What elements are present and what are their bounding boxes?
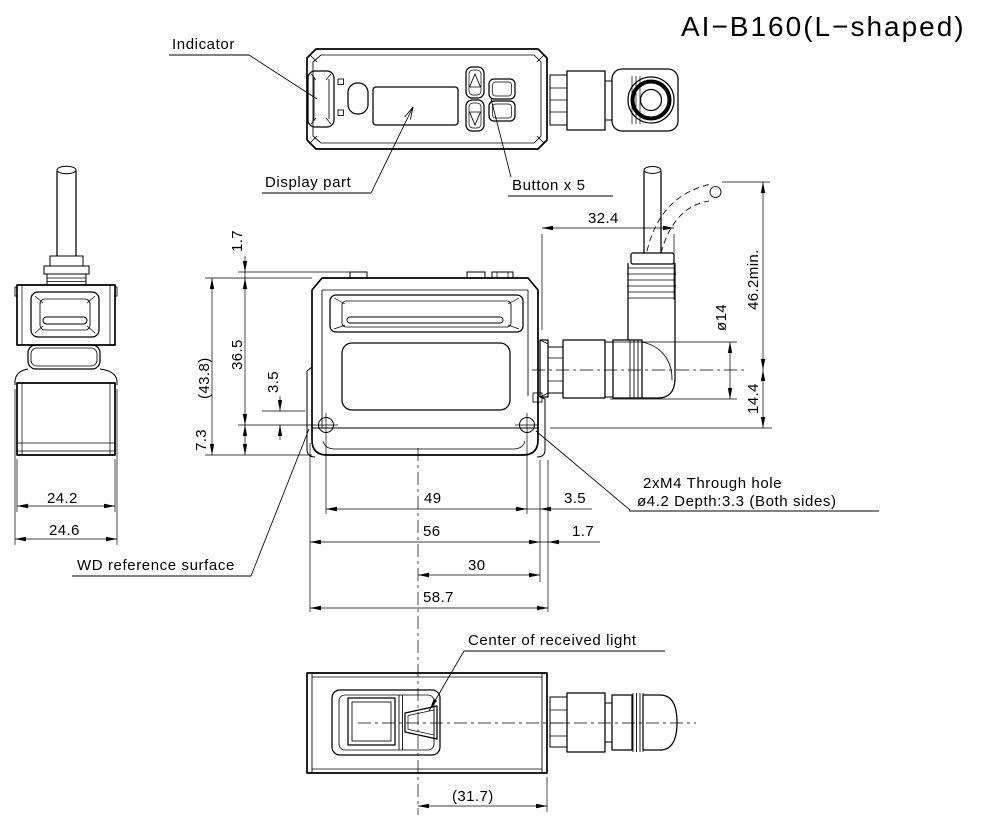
bottom-optics-recess xyxy=(331,689,441,756)
mounting-holes xyxy=(314,413,539,437)
dim-center-to-face: 30 xyxy=(468,557,486,574)
dim-connector-length: 32.4 xyxy=(588,210,619,227)
button-cluster xyxy=(465,66,516,132)
m4-note-line1: 2xM4 Through hole xyxy=(643,475,782,492)
wd-reference-surface xyxy=(306,366,316,458)
connector-cable xyxy=(643,171,662,253)
display-part-label: Display part xyxy=(265,174,352,191)
indicator-label: Indicator xyxy=(172,36,235,53)
display-window xyxy=(372,86,459,126)
side-view-connector xyxy=(532,166,748,399)
dim-overall-height: (43.8) xyxy=(196,357,213,399)
side-display-window xyxy=(329,294,524,333)
emitter-window xyxy=(347,697,396,746)
sensor-oval xyxy=(347,82,369,115)
indicator-leader xyxy=(248,54,318,100)
bottom-dimensions: (31.7) xyxy=(418,777,548,812)
dim-top-to-hole: 36.5 xyxy=(229,339,246,370)
led-dot-bottom xyxy=(337,109,344,116)
bottom-view-connector xyxy=(358,692,696,753)
dim-front-overall-width: 24.6 xyxy=(49,522,80,539)
label-recess xyxy=(341,342,511,411)
top-view: Indicator Display part Button x 5 xyxy=(169,36,679,197)
dim-overall-width: 58.7 xyxy=(423,589,454,606)
front-receiver-window xyxy=(27,344,101,370)
dim-hole-pitch: 49 xyxy=(424,490,442,507)
indicator-window xyxy=(307,70,335,128)
dim-front-width: 24.2 xyxy=(47,490,78,507)
led-dot-top xyxy=(337,78,344,85)
dim-hole-to-bottom: 7.3 xyxy=(193,429,210,451)
dim-connector-diameter: ø14 xyxy=(713,304,730,331)
cable xyxy=(56,171,77,256)
front-display-housing xyxy=(30,291,100,338)
drawing-title: AI−B160(L−shaped) xyxy=(681,11,966,42)
dim-center-to-base: 14.4 xyxy=(745,383,762,414)
side-view-dimensions: 1.7 (43.8) 36.5 3.5 7.3 49 3.5 56 1.7 30… xyxy=(193,181,879,815)
dim-hole-to-edge: 3.5 xyxy=(564,490,586,507)
top-view-connector xyxy=(549,68,679,132)
receiver-window xyxy=(404,705,438,740)
m4-note-leader xyxy=(535,430,631,511)
front-view: 24.2 24.6 WD reference surface xyxy=(14,165,310,577)
dim-recess-to-hole: 3.5 xyxy=(265,371,282,393)
dim-bottom-center-to-face: (31.7) xyxy=(452,788,494,805)
up-arrow-icon xyxy=(468,72,482,88)
buttons-leader xyxy=(490,98,512,178)
down-arrow-icon xyxy=(468,111,482,127)
buttons-label: Button x 5 xyxy=(512,177,586,194)
dim-edge-tab: 1.7 xyxy=(572,523,594,540)
display-part-leader xyxy=(370,106,414,194)
dim-body-width: 56 xyxy=(423,523,441,540)
wd-reference-label: WD reference surface xyxy=(77,557,235,574)
side-view xyxy=(306,166,748,458)
leader-arrowhead xyxy=(404,106,414,120)
dim-bend-min: 46.2min. xyxy=(745,249,762,310)
m4-note-line2: ø4.2 Depth:3.3 (Both sides) xyxy=(637,493,837,510)
cable-bend-phantom xyxy=(646,183,712,252)
center-received-label: Center of received light xyxy=(468,632,637,649)
dim-top-tab: 1.7 xyxy=(229,230,246,252)
wd-reference-leader xyxy=(250,428,310,577)
bottom-view: Center of received light (31.7) xyxy=(306,632,696,812)
front-dimensions: 24.2 24.6 xyxy=(14,389,118,545)
leader-arrowhead xyxy=(429,698,437,711)
